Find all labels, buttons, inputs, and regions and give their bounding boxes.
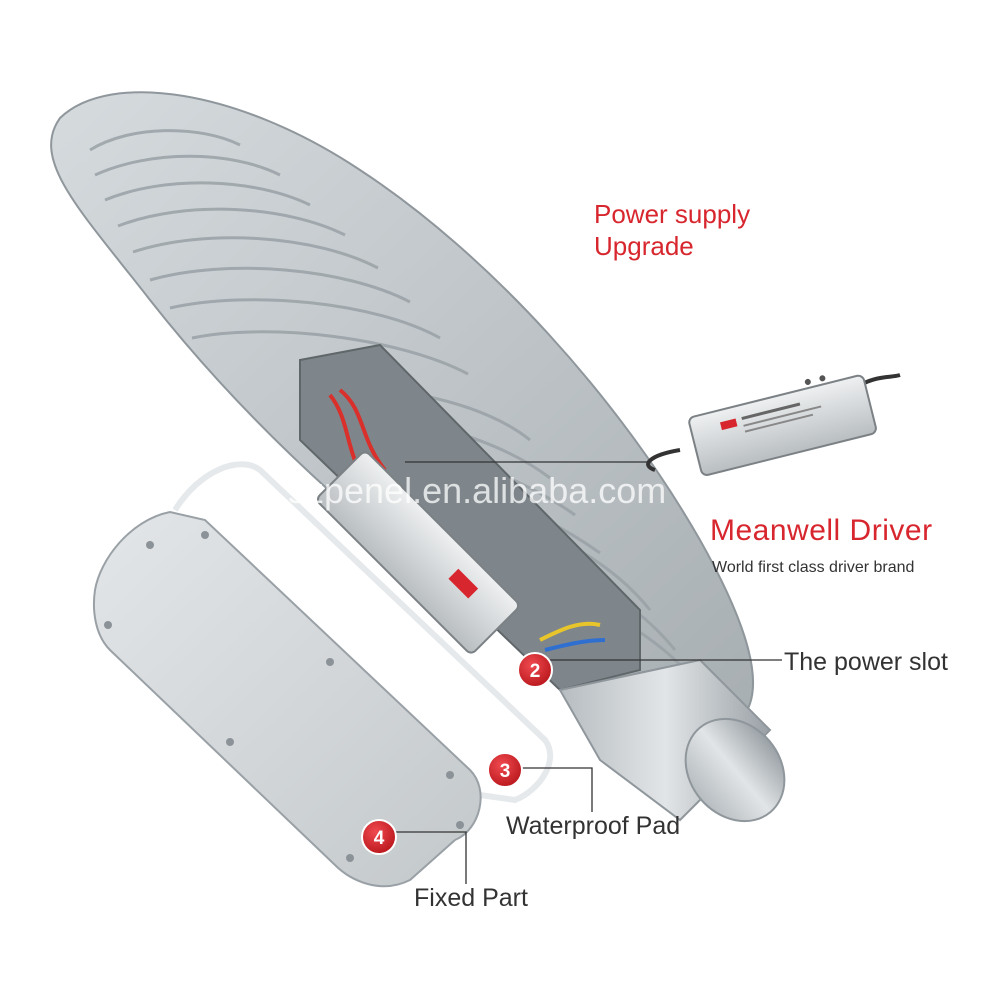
cover-screws [104, 531, 464, 862]
power-supply-upgrade-title: Power supply Upgrade [594, 198, 750, 262]
watermark: szpenel.en.alibaba.com [288, 470, 667, 511]
cover-plate [92, 461, 554, 888]
power-supply-line2: Upgrade [594, 231, 694, 261]
leader-lines [392, 461, 782, 884]
leader-waterproof-pad [518, 767, 593, 812]
marker-3-number: 3 [500, 761, 511, 782]
meanwell-driver-title: Meanwell Driver [710, 514, 933, 547]
marker-4: 4 [361, 819, 397, 855]
waterproof-pad-label: Waterproof Pad [506, 812, 681, 840]
marker-2: 2 [517, 652, 553, 688]
pole-mount [558, 658, 786, 823]
installed-driver [316, 451, 520, 654]
meanwell-driver-unit [646, 373, 901, 476]
driver-compartment [299, 343, 641, 692]
power-slot-label: The power slot [784, 648, 948, 676]
marker-3: 3 [487, 752, 523, 788]
meanwell-driver-subtitle: World first class driver brand [712, 559, 915, 576]
lamp-housing [50, 91, 786, 823]
marker-2-number: 2 [530, 661, 541, 682]
marker-4-number: 4 [374, 828, 385, 849]
leader-fixed-part [392, 831, 467, 884]
waterproof-gasket [172, 461, 554, 804]
power-supply-line1: Power supply [594, 199, 751, 229]
fixed-part-label: Fixed Part [414, 884, 528, 912]
